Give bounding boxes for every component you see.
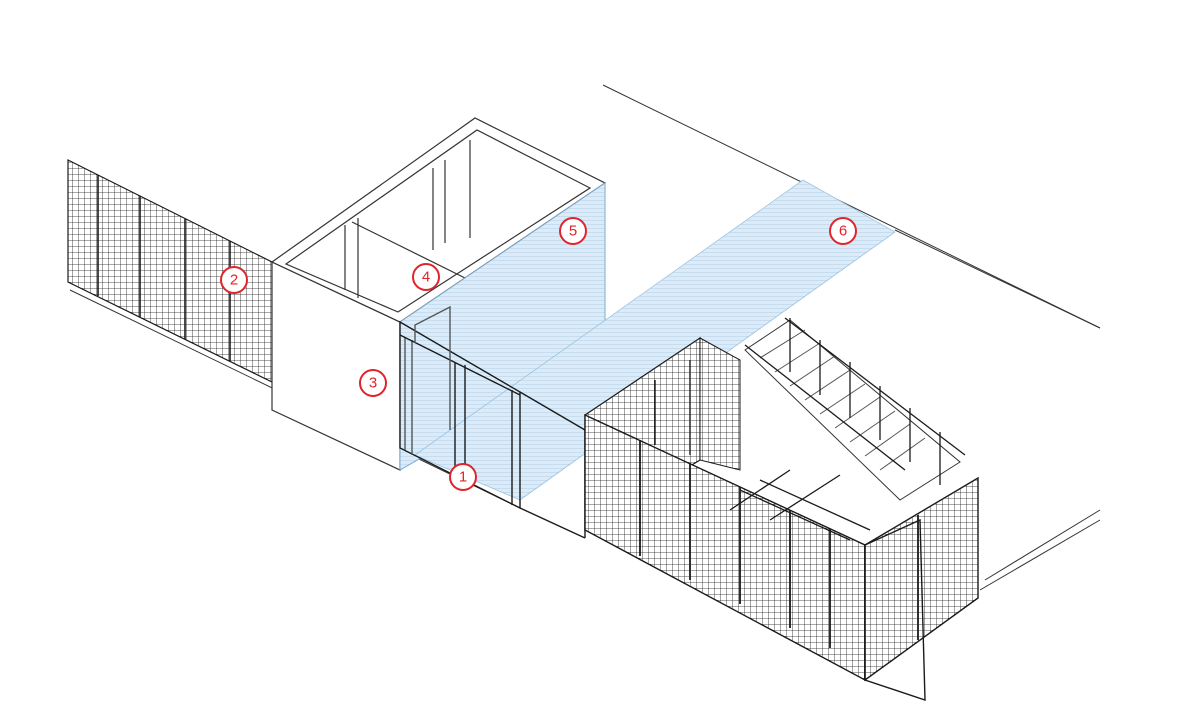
- callout-5-label: 5: [569, 223, 577, 240]
- callout-6-label: 6: [839, 223, 847, 240]
- callout-1-label: 1: [459, 469, 467, 486]
- stair-mesh-enclosure: [584, 336, 979, 701]
- callout-6: 6: [829, 217, 857, 245]
- callout-3-label: 3: [369, 375, 377, 392]
- callout-2-label: 2: [230, 272, 238, 289]
- glass-floor-strip: [414, 179, 896, 501]
- room-box: [270, 117, 607, 471]
- callout-3: 3: [359, 369, 387, 397]
- callout-5: 5: [559, 217, 587, 245]
- callout-1: 1: [449, 463, 477, 491]
- callout-4-label: 4: [422, 269, 430, 286]
- staircase: [729, 317, 966, 541]
- callout-2: 2: [220, 266, 248, 294]
- callout-4: 4: [412, 263, 440, 291]
